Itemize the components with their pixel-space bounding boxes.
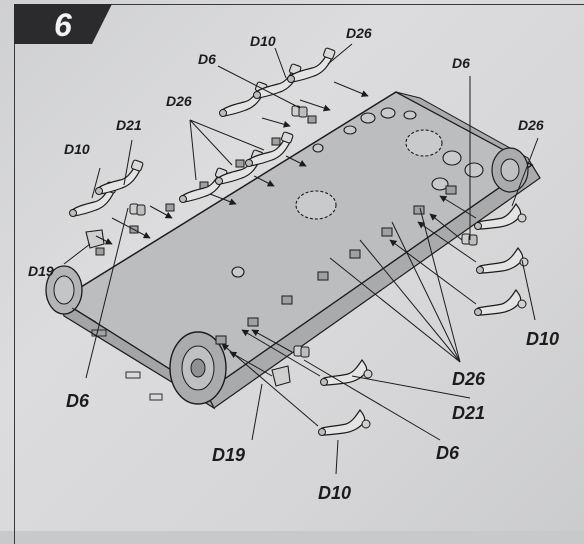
label-right-d6: D6	[452, 55, 470, 71]
label-bottom-d21: D21	[452, 403, 486, 423]
side-details	[71, 307, 163, 401]
step-number-box: 6	[14, 4, 112, 44]
hull-panels	[231, 107, 484, 278]
parts-lower	[271, 203, 529, 437]
sprocket-front	[169, 331, 227, 405]
label-right-d10: D10	[526, 329, 560, 349]
label-bottom-d6: D6	[436, 443, 460, 463]
idler-rear	[491, 147, 529, 193]
label-top-d10: D10	[250, 33, 276, 49]
parts-upper	[68, 46, 337, 249]
assembly-drawing	[45, 43, 541, 475]
label-left-d21: D21	[116, 117, 142, 133]
label-bottom-d26: D26	[452, 369, 486, 389]
assembly-arrows	[95, 81, 477, 427]
label-top-left-d26: D26	[166, 93, 192, 109]
label-left-d10: D10	[64, 141, 90, 157]
label-left-d6: D6	[66, 391, 90, 411]
mount-points-front	[215, 185, 457, 345]
step-number: 6	[54, 7, 72, 43]
label-top-d26: D26	[346, 25, 372, 41]
sprocket-left	[45, 265, 83, 315]
label-left-d19: D19	[28, 263, 54, 279]
label-bottom-d19: D19	[212, 445, 246, 465]
leader-lines	[63, 43, 539, 475]
label-bottom-d10: D10	[318, 483, 352, 503]
step-frame	[14, 4, 584, 544]
label-right-d26: D26	[518, 117, 544, 133]
label-top-d6: D6	[198, 51, 216, 67]
hull-floor	[58, 91, 541, 410]
